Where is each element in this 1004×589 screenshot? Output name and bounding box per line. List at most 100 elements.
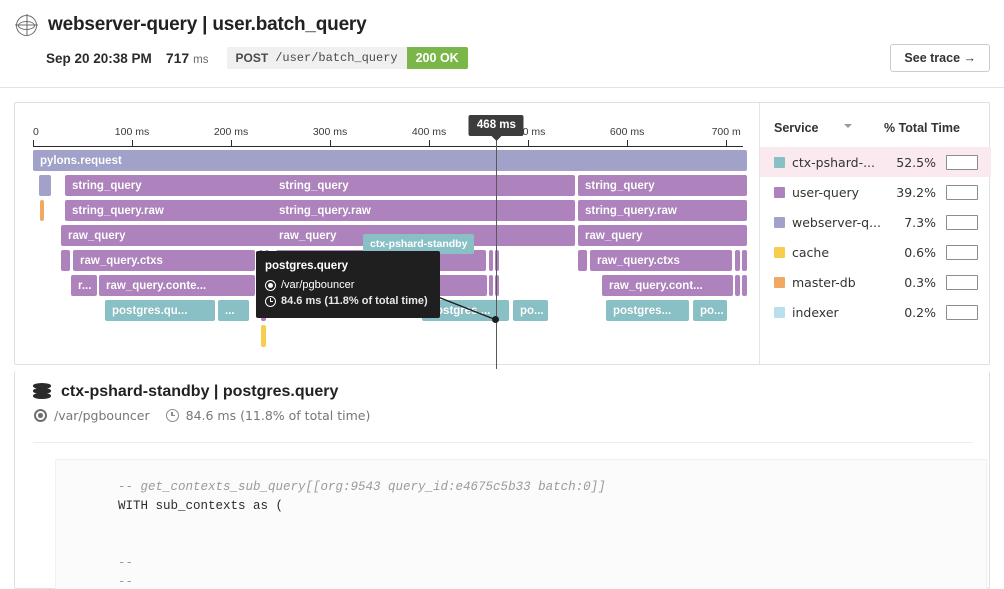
legend-service-name: cache [792, 244, 830, 260]
flamegraph-span[interactable]: string_query.raw [578, 200, 747, 221]
http-path: /user/batch_query [275, 51, 398, 65]
flamegraph-span[interactable]: raw_query.ctxs [590, 250, 732, 271]
globe-icon [16, 14, 37, 36]
legend-percent-value: 0.2% [904, 304, 936, 320]
span-detail-card: ctx-pshard-standby | postgres.query /var… [14, 371, 990, 589]
legend-row[interactable]: ctx-pshard-...52.5% [760, 147, 991, 177]
flamegraph-span[interactable] [61, 250, 70, 271]
flamegraph-span[interactable]: r... [71, 275, 97, 296]
timeline-cursor-badge: 468 ms [468, 115, 524, 141]
timeline-tick-mark [330, 140, 332, 147]
flamegraph-span-label: string_query [72, 179, 142, 192]
flamegraph-span[interactable]: raw_query.ctxs [73, 250, 255, 271]
sql-code-line: -- [118, 556, 134, 570]
legend-percent-bar [946, 154, 978, 170]
flamegraph-span-label: raw_query [68, 229, 126, 242]
legend-percent-value: 0.6% [904, 244, 936, 260]
flamegraph-span[interactable] [578, 250, 587, 271]
flamegraph-span[interactable] [40, 200, 44, 221]
flamegraph-span[interactable]: postgres... [606, 300, 689, 321]
flamegraph-span-label: po... [700, 304, 724, 317]
flamegraph-span[interactable]: pylons.request [33, 150, 747, 171]
tooltip-span-name: postgres.query [265, 260, 349, 272]
legend-color-swatch [774, 276, 785, 288]
endpoint-chip: POST /user/batch_query 200 OK [226, 47, 468, 69]
legend-service-name: webserver-q... [792, 214, 881, 230]
timeline-tick-label: 0 [33, 126, 39, 138]
legend-row[interactable]: cache 0.6% [760, 237, 991, 267]
timeline-tick-label: 700 m [711, 126, 741, 138]
flamegraph-span[interactable] [39, 175, 51, 196]
span-detail-resource: /var/pgbouncer [54, 408, 150, 423]
flamegraph-span-label: string_query [585, 179, 655, 192]
timeline-tick-label: 400 ms [411, 126, 447, 138]
flamegraph-span[interactable]: raw_query [578, 225, 747, 246]
sql-code-line: -- get_contexts_sub_query[[org:9543 quer… [118, 480, 606, 494]
legend-row[interactable]: webserver-q...7.3% [760, 207, 991, 237]
detail-divider [33, 442, 973, 443]
sql-code-line [118, 516, 986, 535]
flamegraph-span[interactable] [735, 275, 740, 296]
flamegraph-span-label: raw_query.ctxs [597, 254, 680, 267]
timeline-tick-mark [726, 140, 728, 147]
flamegraph-span[interactable]: string_query.raw [272, 200, 575, 221]
flamegraph-span[interactable]: po... [513, 300, 548, 321]
timeline-cursor-line [496, 137, 498, 369]
trace-title-row: webserver-query | user.batch_query [16, 14, 367, 36]
trace-duration: 717 [165, 50, 190, 66]
flamegraph-span-label: raw_query.conte... [106, 279, 207, 292]
page-header: webserver-query | user.batch_query Sep 2… [0, 0, 1004, 88]
page-title: webserver-query | user.batch_query [48, 14, 367, 35]
flamegraph-span[interactable]: po... [693, 300, 727, 321]
flamegraph-span[interactable] [261, 325, 266, 347]
flamegraph-span[interactable] [489, 250, 493, 271]
legend-col-service[interactable]: Service [774, 121, 819, 135]
legend-percent-value: 39.2% [896, 184, 936, 200]
legend-percent-bar [946, 304, 978, 320]
legend-color-swatch [774, 186, 785, 198]
legend-percent-bar [946, 184, 978, 200]
tooltip-timing: 84.6 ms (11.8% of total time) [281, 295, 428, 308]
flamegraph-span[interactable]: string_query.raw [65, 200, 279, 221]
span-hover-tooltip: postgres.query /var/pgbouncer 84.6 ms (1… [256, 251, 440, 318]
flamegraph-span[interactable] [735, 250, 740, 271]
target-icon [265, 279, 276, 291]
flamegraph-span-label: string_query.raw [279, 204, 371, 217]
flamegraph-span[interactable]: string_query [272, 175, 575, 196]
timeline-tick-label: 300 ms [312, 126, 348, 138]
database-icon [33, 383, 51, 401]
flamegraph-span[interactable]: postgres.qu... [105, 300, 215, 321]
span-detail-timing: 84.6 ms (11.8% of total time) [185, 408, 371, 423]
sql-code-line: -- [118, 575, 134, 589]
sql-code-block[interactable]: -- get_contexts_sub_query[[org:9543 quer… [55, 459, 987, 589]
flamegraph-span[interactable]: raw_query.conte... [99, 275, 255, 296]
flamegraph-span-label: pylons.request [40, 154, 122, 167]
flamegraph-span[interactable] [489, 275, 493, 296]
timeline-tick-mark [627, 140, 629, 147]
tooltip-resource-row: /var/pgbouncer [265, 277, 428, 293]
legend-row[interactable]: indexer 0.2% [760, 297, 991, 327]
timeline-tick-mark [231, 140, 233, 147]
span-detail-meta-row: /var/pgbouncer 84.6 ms (11.8% of total t… [34, 408, 370, 423]
flamegraph-span[interactable]: raw_query [61, 225, 279, 246]
legend-service-name: indexer [792, 304, 839, 320]
flamegraph-span-label: postgres.... [429, 304, 491, 317]
legend-col-percent[interactable]: % Total Time [884, 121, 960, 135]
flamegraph-span-label: postgres.qu... [112, 304, 188, 317]
flamegraph-span[interactable] [742, 250, 747, 271]
flamegraph-span[interactable]: string_query [578, 175, 747, 196]
legend-color-swatch [774, 156, 785, 168]
flamegraph-span[interactable]: string_query [65, 175, 279, 196]
see-trace-button[interactable]: See trace → [890, 44, 990, 72]
flamegraph-span[interactable] [742, 275, 747, 296]
flamegraph-span[interactable]: ... [218, 300, 249, 321]
flamegraph-span[interactable]: raw_query.cont... [602, 275, 733, 296]
flamegraph-span-label: raw_query.ctxs [80, 254, 163, 267]
chevron-down-icon[interactable] [844, 124, 852, 128]
target-icon [34, 409, 47, 422]
timeline-tick-mark [429, 140, 431, 147]
